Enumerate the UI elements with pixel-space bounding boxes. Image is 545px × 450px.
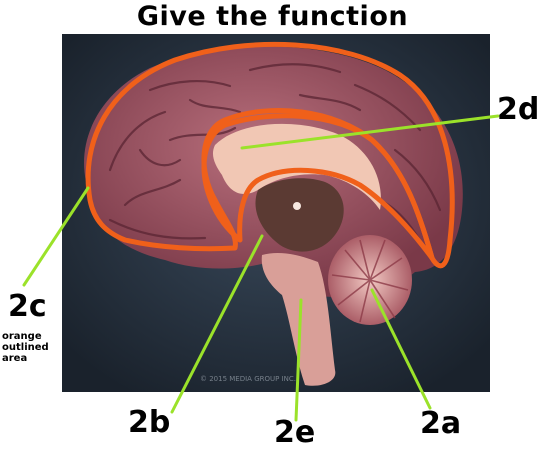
label-2d: 2d bbox=[497, 92, 540, 127]
label-2c: 2c bbox=[8, 289, 47, 324]
leader-line-2a bbox=[370, 288, 432, 410]
label-2b: 2b bbox=[128, 405, 171, 440]
page-title: Give the function bbox=[136, 1, 409, 32]
orange-outline-inner bbox=[201, 113, 435, 261]
thalamus-region bbox=[255, 178, 344, 252]
leader-lines bbox=[22, 114, 500, 422]
ventricle-spot bbox=[293, 202, 301, 210]
note-line-2: outlined bbox=[2, 342, 49, 353]
label-2e: 2e bbox=[274, 415, 316, 450]
note-line-3: area bbox=[2, 353, 28, 364]
watermark: © 2015 MEDIA GROUP INC. bbox=[200, 375, 296, 383]
leader-line-2c bbox=[22, 186, 90, 287]
leader-line-2d bbox=[240, 114, 500, 150]
leader-line-2e bbox=[294, 298, 303, 422]
label-2a: 2a bbox=[420, 406, 462, 441]
leader-line-2b bbox=[170, 234, 264, 414]
note-line-1: orange bbox=[2, 331, 42, 342]
cerebellum-folds bbox=[331, 239, 409, 323]
brainstem bbox=[261, 252, 336, 386]
gyri-folds bbox=[108, 63, 442, 252]
